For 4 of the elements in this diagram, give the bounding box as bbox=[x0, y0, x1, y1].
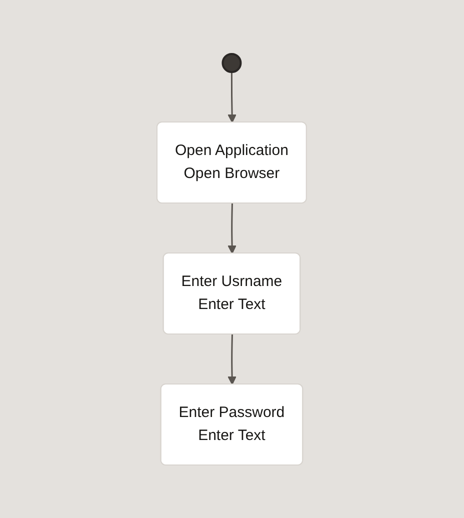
node-circle bbox=[222, 52, 242, 72]
arrow bbox=[228, 202, 237, 254]
arrow bbox=[228, 72, 237, 122]
arrow bbox=[228, 334, 237, 384]
